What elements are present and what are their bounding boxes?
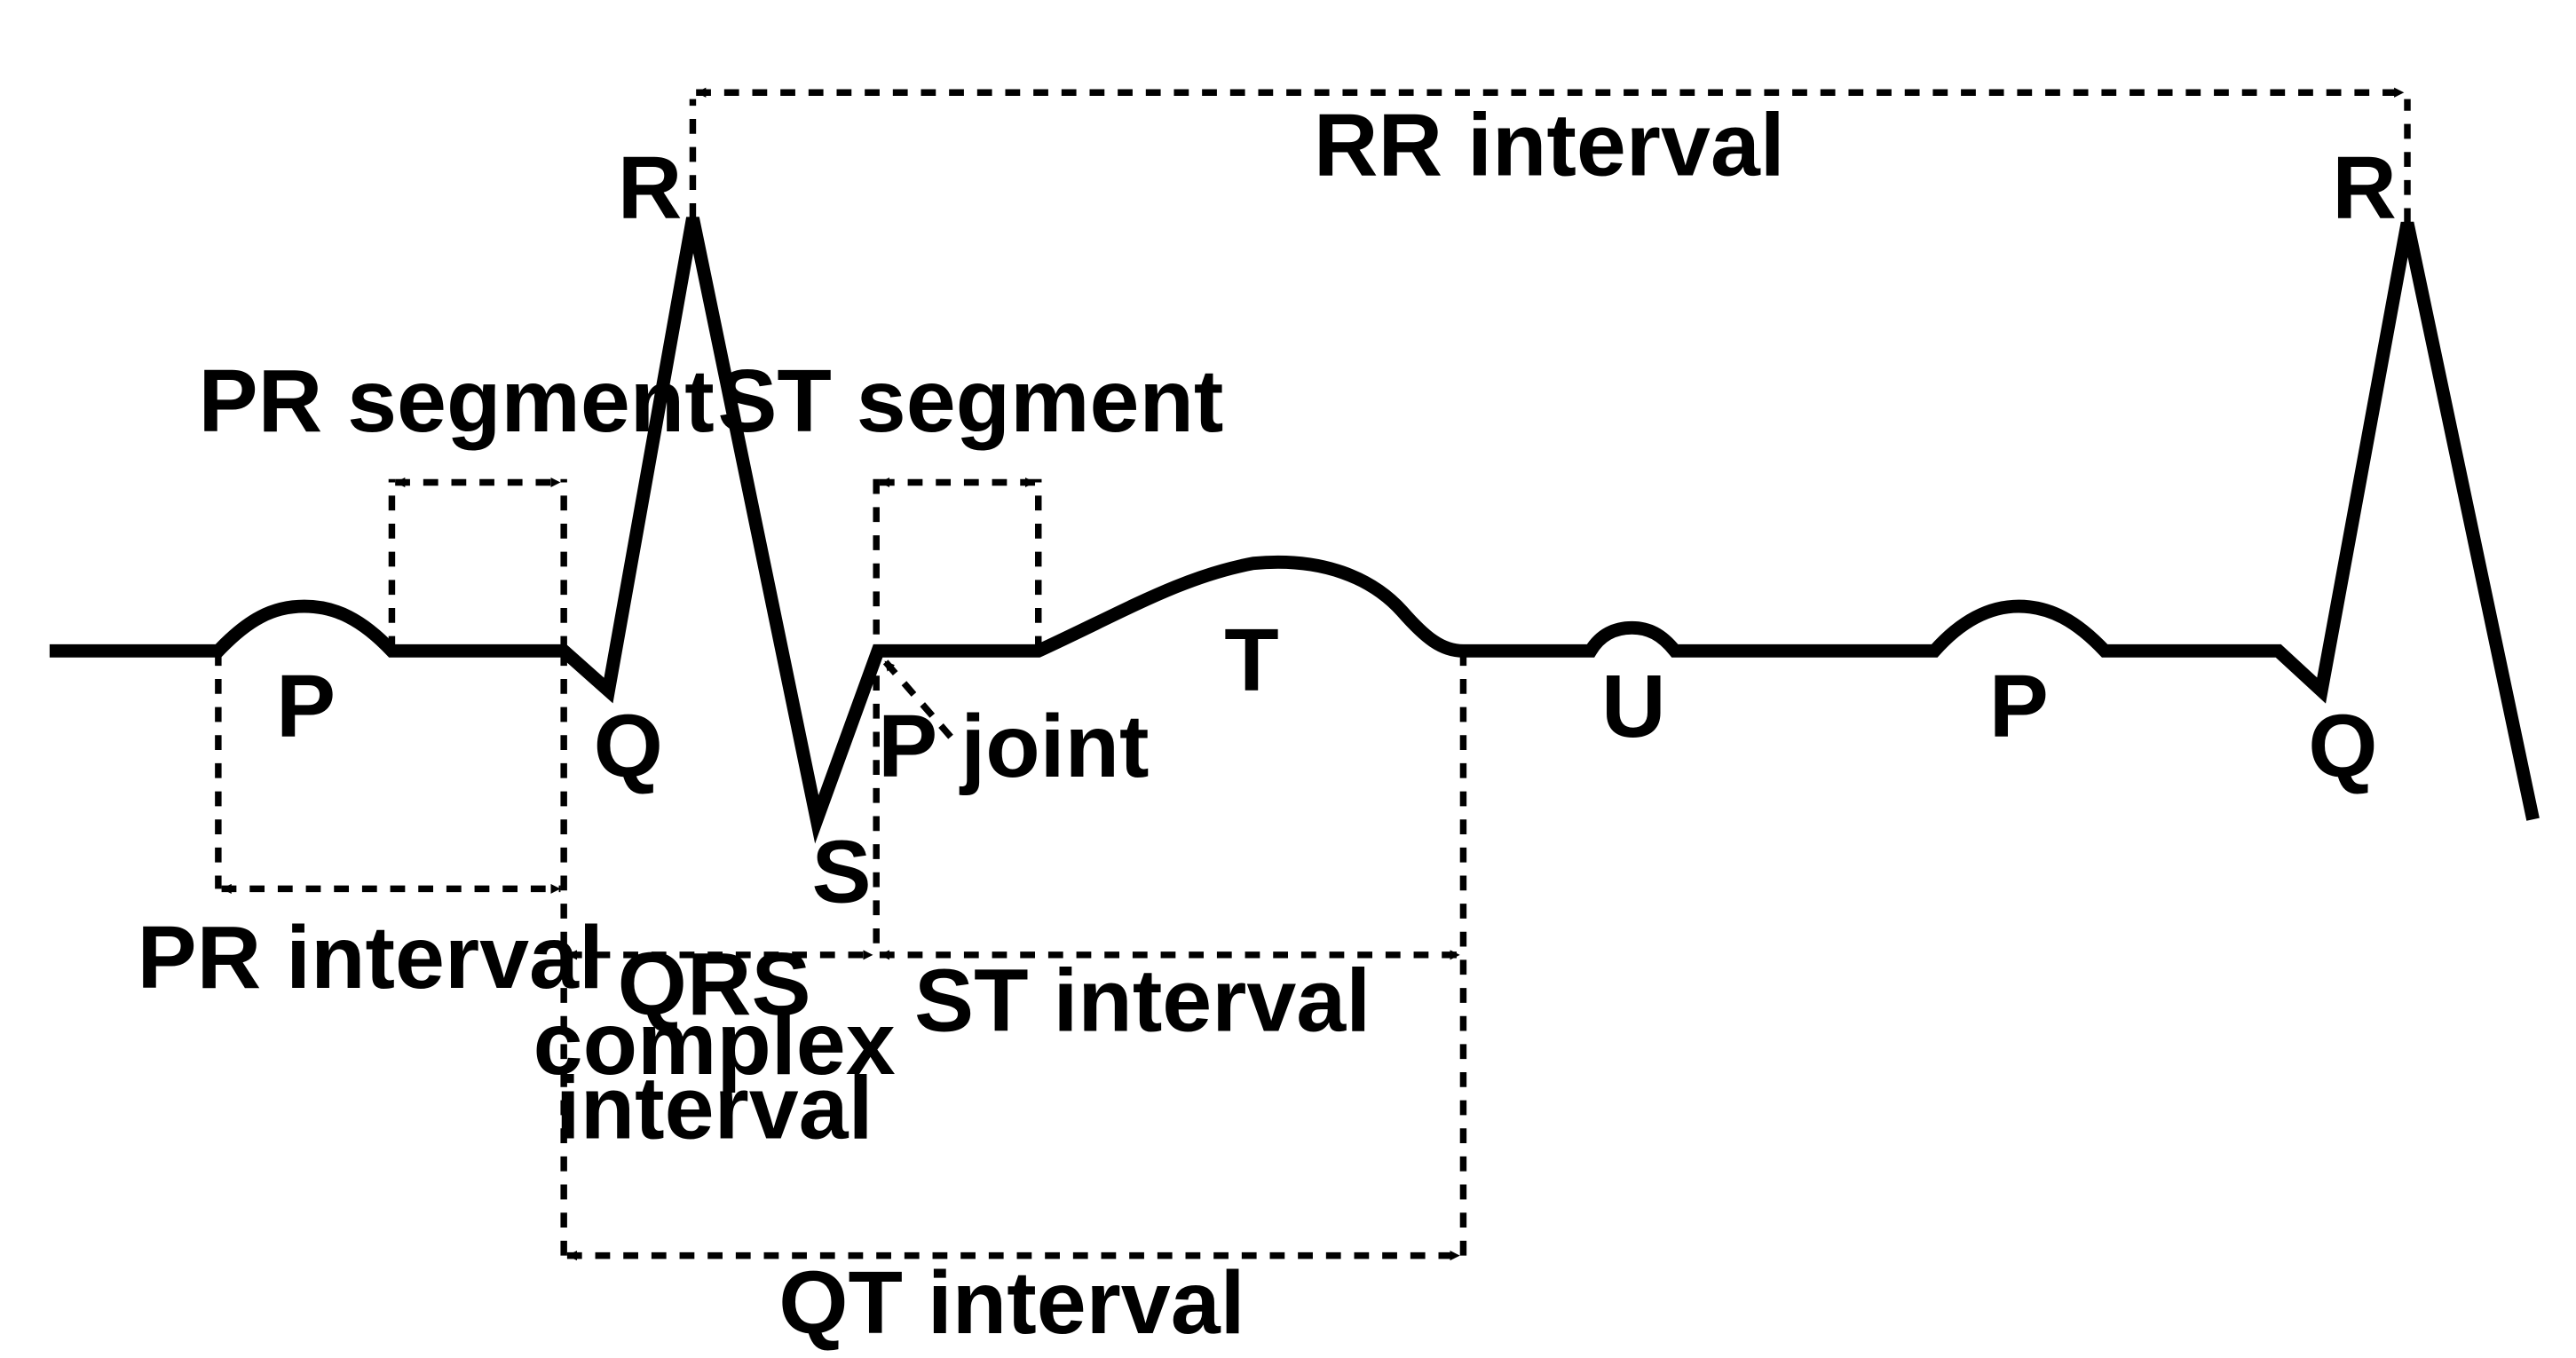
label-t-wave: T (1224, 611, 1278, 710)
pr-segment-marker (388, 477, 567, 651)
label-st-segment: ST segment (717, 351, 1223, 451)
label-rr-interval: RR interval (1314, 95, 1785, 194)
label-q-wave-1: Q (594, 697, 663, 796)
label-p-joint: P joint (878, 697, 1149, 796)
label-st-interval: ST interval (914, 951, 1371, 1050)
st-segment-marker (879, 477, 1042, 651)
label-p-wave-2: P (1989, 657, 2049, 756)
rr-interval-marker (689, 87, 2411, 224)
label-pr-interval: PR interval (138, 908, 604, 1007)
label-r-wave-1: R (618, 138, 683, 238)
label-s-wave-1: S (812, 822, 872, 921)
label-r-wave-2: R (2332, 138, 2397, 238)
label-pr-segment: PR segment (198, 351, 714, 451)
ecg-waveform (49, 217, 2540, 844)
label-q-wave-2: Q (2308, 697, 2377, 796)
label-qrs-line3: interval (556, 1058, 873, 1157)
label-p-wave-1: P (276, 657, 336, 756)
label-u-wave: U (1601, 657, 1666, 756)
label-qt-interval: QT interval (778, 1253, 1245, 1353)
label-qrs-line1: QRS (618, 935, 811, 1034)
label-qrs-line2: complex (533, 994, 896, 1094)
